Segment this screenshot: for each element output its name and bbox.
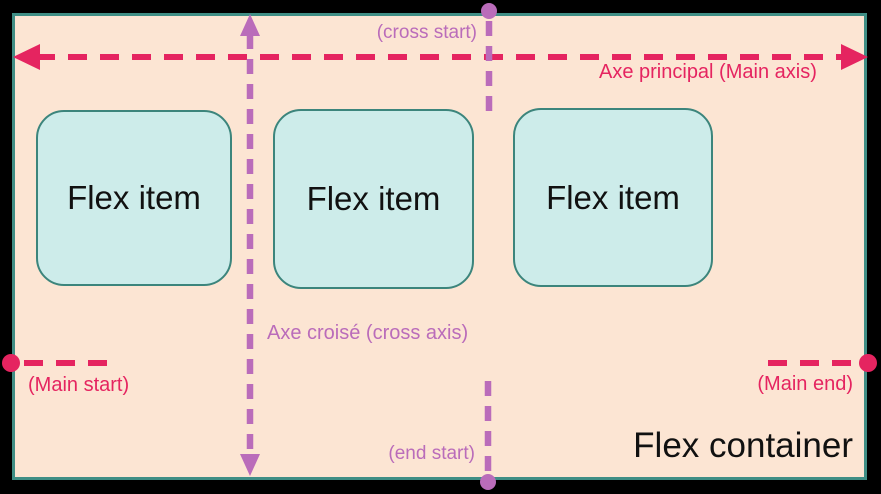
cross-axis-label: Axe croisé (cross axis) — [267, 322, 469, 344]
flex-item-2: Flex item — [273, 109, 474, 289]
cross-start-label: (cross start) — [376, 22, 477, 43]
flex-item-2-label: Flex item — [306, 180, 441, 217]
flex-item-1: Flex item — [36, 110, 232, 286]
main-end-label: (Main end) — [757, 373, 853, 395]
main-start-label: (Main start) — [28, 374, 130, 396]
flex-container-label: Flex container — [633, 426, 853, 465]
main-axis-label: Axe principal (Main axis) — [599, 61, 817, 83]
flex-item-1-label: Flex item — [67, 179, 201, 216]
flex-item-3: Flex item — [513, 108, 713, 287]
flex-item-3-label: Flex item — [546, 178, 680, 216]
end-start-label: (end start) — [388, 443, 475, 464]
